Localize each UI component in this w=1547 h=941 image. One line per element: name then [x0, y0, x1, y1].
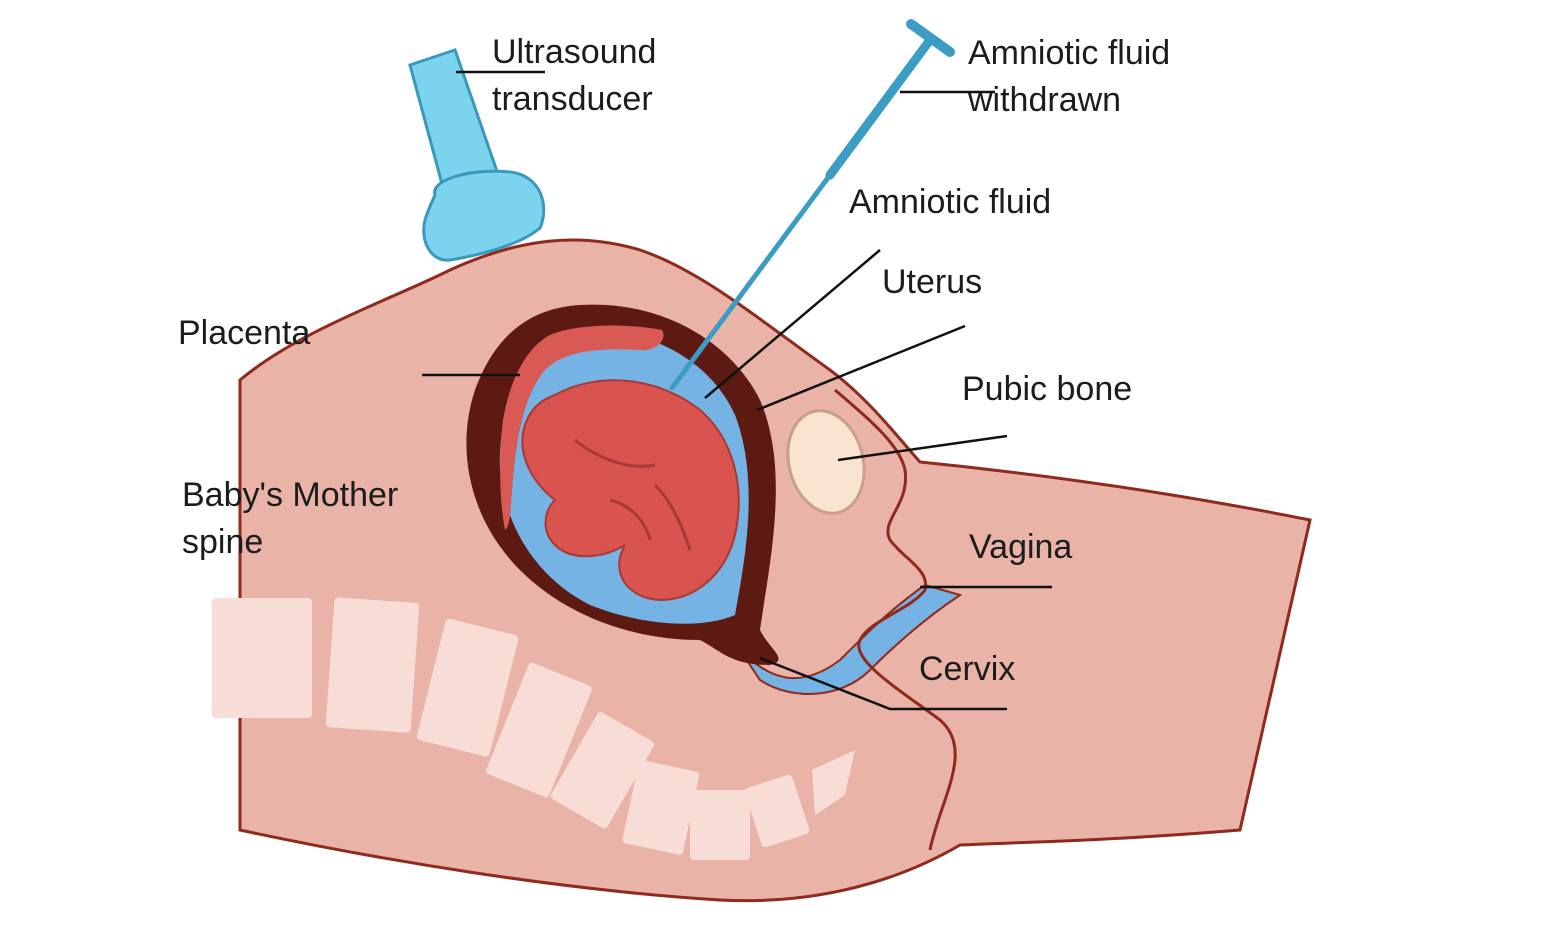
leader-pubic-bone	[837, 434, 1008, 462]
label-cervix: Cervix	[919, 650, 1015, 688]
leader-amniotic-fluid	[704, 249, 881, 399]
label-amniotic-fluid-withdrawn: Amniotic fluid withdrawn	[967, 34, 1180, 119]
fetus-icon	[521, 379, 740, 602]
spine	[212, 597, 855, 860]
leader-cervix	[759, 656, 1007, 711]
vertebra	[622, 760, 700, 855]
leader-uterus	[756, 324, 966, 412]
syringe-needle-icon	[669, 19, 955, 391]
vertebra	[812, 750, 855, 815]
label-line: Amniotic fluid	[968, 34, 1170, 72]
label-line: Baby's Mother	[182, 476, 398, 514]
label-amniotic-fluid: Amniotic fluid	[849, 183, 1051, 221]
label-pubic-bone: Pubic bone	[962, 370, 1132, 408]
label-line: withdrawn	[967, 81, 1121, 119]
label-vagina: Vagina	[969, 528, 1072, 566]
label-line: transducer	[492, 80, 653, 118]
vertebra	[744, 774, 810, 848]
placenta	[500, 325, 664, 530]
vertebra	[550, 712, 655, 829]
label-uterus: Uterus	[882, 263, 982, 301]
label-ultrasound-transducer: Ultrasound transducer	[492, 33, 666, 118]
perineal-outline	[834, 388, 957, 851]
vertebra	[212, 598, 312, 718]
label-line: Ultrasound	[492, 33, 656, 71]
ultrasound-transducer-icon	[408, 48, 546, 262]
label-line: spine	[182, 523, 263, 561]
vertebra	[690, 790, 750, 860]
label-mother-spine: Baby's Mother spine	[182, 476, 408, 561]
label-placenta: Placenta	[178, 314, 310, 352]
pubic-bone	[786, 409, 866, 515]
vertebra	[416, 618, 519, 757]
vertebra	[325, 597, 420, 733]
vertebra	[486, 662, 592, 798]
